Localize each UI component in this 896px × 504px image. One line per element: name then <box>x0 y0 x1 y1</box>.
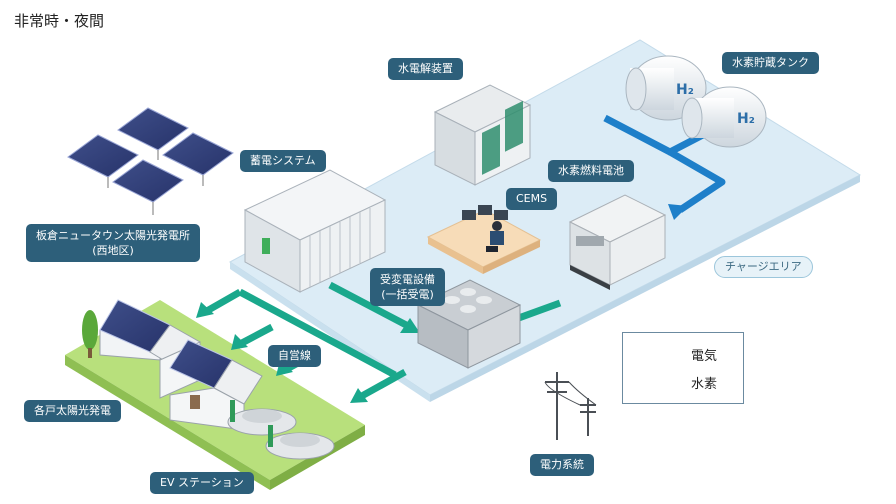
flow-legend: 電気 水素 <box>622 332 744 404</box>
label-cems: CEMS <box>506 188 558 210</box>
legend-hydrogen-label: 水素 <box>691 377 718 392</box>
h2-symbol-2: H₂ <box>737 111 755 127</box>
ev-cars <box>227 400 335 460</box>
label-hydrogen-tank: 水素貯蔵タンク <box>722 52 819 74</box>
label-private-line: 自営線 <box>268 345 321 367</box>
label-home-solar: 各戸太陽光発電 <box>24 400 121 422</box>
solar-houses <box>82 299 263 431</box>
battery-storage-container <box>243 169 387 293</box>
label-fuel-cell: 水素燃料電池 <box>548 160 634 182</box>
page-title: 非常時・夜間 <box>14 12 105 30</box>
label-solar-plant: 板倉ニュータウン太陽光発電所 (西地区) <box>26 224 200 262</box>
h2-symbol-1: H₂ <box>676 82 694 98</box>
hydrogen-fuel-cell-unit <box>568 194 667 290</box>
label-ev-station: EV ステーション <box>150 472 254 494</box>
label-substation: 受変電設備 (一括受電) <box>370 268 445 306</box>
hydrogen-tanks: H₂ H₂ <box>625 55 767 148</box>
legend-electricity: 電気 <box>631 343 741 364</box>
substation-unit <box>416 279 522 369</box>
substation-name: 受変電設備 <box>380 273 435 286</box>
cems-control-room <box>426 205 542 274</box>
solar-plant-district: (西地区) <box>92 244 134 257</box>
water-electrolyzer-unit <box>433 84 532 186</box>
label-charge-area: チャージエリア <box>714 256 813 278</box>
substation-note: (一括受電) <box>381 288 434 301</box>
solar-plant-name: 板倉ニュータウン太陽光発電所 <box>36 229 190 242</box>
label-grid: 電力系統 <box>530 454 594 476</box>
solar-panel-array <box>67 107 234 215</box>
utility-poles <box>544 372 597 440</box>
label-electrolyzer: 水電解装置 <box>388 58 463 80</box>
legend-hydrogen: 水素 <box>631 371 741 392</box>
arrow-heads <box>196 302 514 403</box>
legend-electricity-label: 電気 <box>691 349 718 364</box>
label-storage-system: 蓄電システム <box>240 150 326 172</box>
